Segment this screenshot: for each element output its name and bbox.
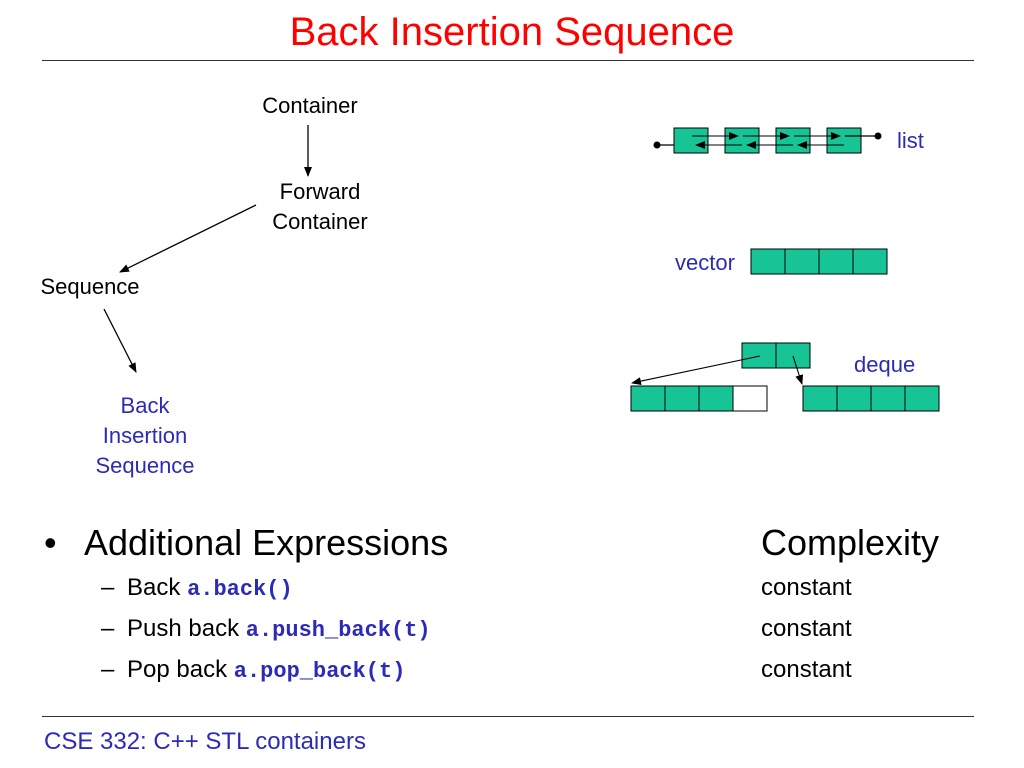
expression-row-push-back: – Push back a.push_back(t) bbox=[101, 615, 431, 643]
deque-block-cell bbox=[664, 385, 700, 412]
sequence-to-back-insertion-arrow bbox=[103, 308, 137, 373]
row-label: Back bbox=[127, 574, 181, 601]
deque-diagram bbox=[630, 342, 940, 412]
expression-row-back: – Back a.back() bbox=[101, 574, 293, 602]
deque-map-cell bbox=[775, 342, 811, 369]
deque-block-cell bbox=[870, 385, 906, 412]
forward-container-label: Forward Container bbox=[240, 177, 400, 237]
deque-block-cell bbox=[630, 385, 666, 412]
deque-right-pointer bbox=[792, 355, 804, 385]
back-insertion-line1: Back bbox=[120, 393, 170, 418]
deque-block-cell bbox=[698, 385, 734, 412]
back-insertion-sequence-label: Back Insertion Sequence bbox=[75, 391, 215, 481]
expression-row-pop-back: – Pop back a.pop_back(t) bbox=[101, 656, 405, 684]
vector-diagram bbox=[750, 248, 888, 275]
list-node bbox=[775, 127, 811, 154]
vector-cell bbox=[784, 248, 820, 275]
deque-left-pointer bbox=[631, 355, 761, 386]
back-insertion-line2: Insertion bbox=[102, 423, 188, 448]
row-label: Push back bbox=[127, 615, 240, 642]
footer-divider bbox=[42, 716, 974, 717]
deque-block-cell bbox=[732, 385, 768, 412]
forward-container-line2: Container bbox=[272, 209, 368, 234]
dash-marker: – bbox=[101, 615, 115, 642]
deque-label: deque bbox=[854, 352, 916, 377]
deque-block-cell bbox=[836, 385, 872, 412]
forward-container-line1: Forward bbox=[279, 179, 361, 204]
list-label: list bbox=[897, 128, 924, 153]
deque-block-cell bbox=[802, 385, 838, 412]
list-node bbox=[673, 127, 709, 154]
vector-cell bbox=[818, 248, 854, 275]
vector-cell bbox=[750, 248, 786, 275]
sequence-label: Sequence bbox=[40, 274, 140, 299]
code-expression: a.pop_back(t) bbox=[233, 659, 406, 684]
dash-marker: – bbox=[101, 656, 115, 683]
bullet-marker: • bbox=[44, 522, 57, 563]
title-divider bbox=[42, 60, 974, 61]
additional-expressions-heading: Additional Expressions bbox=[84, 522, 449, 563]
complexity-heading: Complexity bbox=[761, 522, 940, 563]
code-expression: a.push_back(t) bbox=[245, 618, 431, 643]
complexity-value: constant bbox=[761, 574, 852, 601]
list-tail-terminator bbox=[874, 132, 882, 140]
vector-cell bbox=[852, 248, 888, 275]
list-diagram bbox=[653, 127, 882, 154]
complexity-value: constant bbox=[761, 656, 852, 683]
forward-to-sequence-arrow bbox=[119, 204, 257, 273]
deque-map-cell bbox=[741, 342, 777, 369]
deque-block-cell bbox=[904, 385, 940, 412]
dash-marker: – bbox=[101, 574, 115, 601]
back-insertion-line3: Sequence bbox=[95, 453, 195, 478]
code-expression: a.back() bbox=[187, 577, 293, 602]
slide-title: Back Insertion Sequence bbox=[289, 10, 735, 54]
list-node bbox=[826, 127, 862, 154]
footer-text: CSE 332: C++ STL containers bbox=[44, 728, 366, 755]
vector-label: vector bbox=[675, 250, 735, 275]
complexity-value: constant bbox=[761, 615, 852, 642]
list-node bbox=[724, 127, 760, 154]
container-label: Container bbox=[262, 93, 358, 118]
row-label: Pop back bbox=[127, 656, 228, 683]
